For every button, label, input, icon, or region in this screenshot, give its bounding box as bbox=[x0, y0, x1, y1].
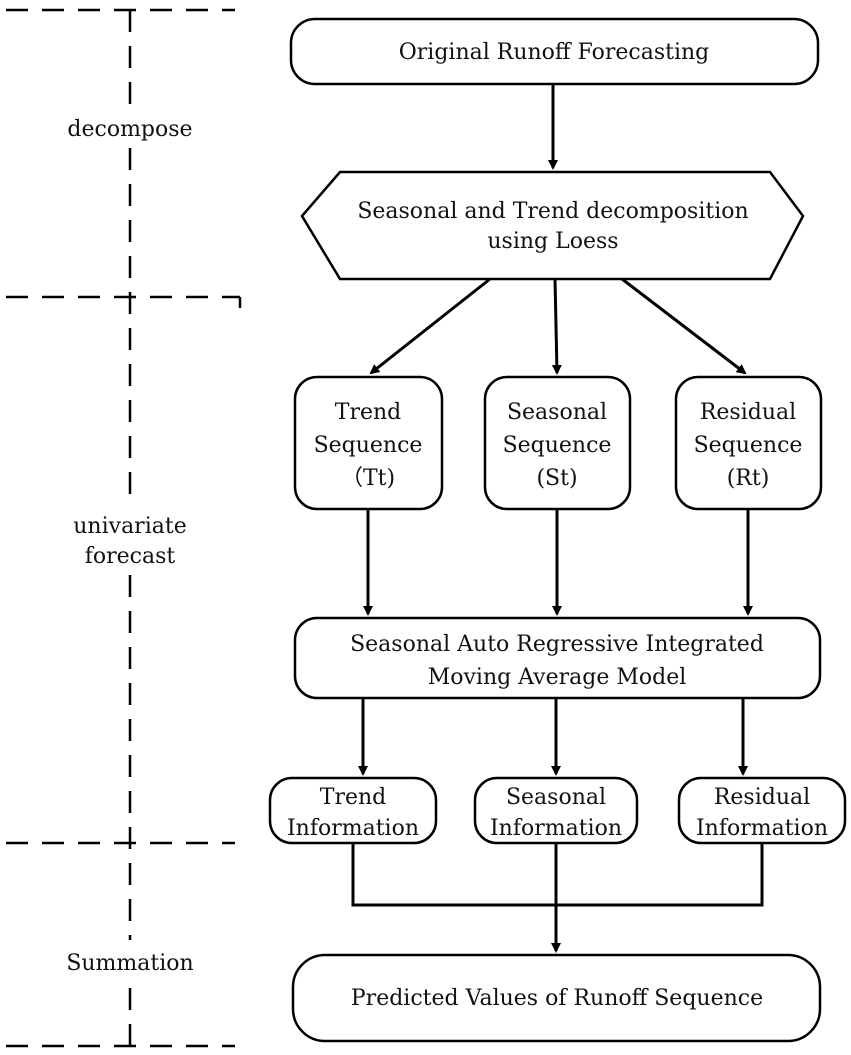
stage-label-decompose: decompose bbox=[67, 117, 192, 142]
node-sarima-model: Seasonal Auto Regressive Integrated Movi… bbox=[293, 616, 822, 700]
node-trend-sequence: Trend Sequence （Tt) bbox=[293, 375, 444, 511]
node-predicted-label: Predicted Values of Runoff Sequence bbox=[351, 986, 763, 1011]
node-seasonal-sequence: Seasonal Sequence (St) bbox=[483, 375, 632, 511]
connectors bbox=[351, 84, 764, 953]
stage-label-univariate: univariate bbox=[73, 514, 186, 539]
residual-sequence-line-3: (Rt) bbox=[727, 466, 770, 491]
seasonal-sequence-line-2: Sequence bbox=[503, 433, 612, 458]
stage-label-forecast: forecast bbox=[85, 544, 176, 569]
node-stl-decomposition: Seasonal and Trend decomposition using L… bbox=[300, 170, 805, 281]
node-seasonal-information: Seasonal Information bbox=[473, 776, 639, 845]
trend-sequence-line-3: （Tt) bbox=[341, 466, 395, 491]
trend-information-line-2: Information bbox=[287, 816, 419, 841]
arrow-stl-to-trend bbox=[369, 277, 491, 375]
trend-sequence-line-1: Trend bbox=[335, 400, 401, 425]
node-residual-sequence: Residual Sequence (Rt) bbox=[674, 375, 823, 511]
seasonal-sequence-line-1: Seasonal bbox=[507, 400, 607, 425]
node-stl-label-2: using Loess bbox=[487, 229, 618, 254]
node-stl-label-1: Seasonal and Trend decomposition bbox=[357, 199, 748, 224]
residual-information-line-2: Information bbox=[696, 816, 828, 841]
node-predicted-values: Predicted Values of Runoff Sequence bbox=[291, 953, 822, 1043]
node-original-runoff: Original Runoff Forecasting bbox=[289, 17, 820, 86]
trend-sequence-line-2: Sequence bbox=[314, 433, 423, 458]
arrow-stl-to-residual bbox=[621, 277, 747, 375]
stage-separators bbox=[6, 8, 242, 1048]
seasonal-information-line-1: Seasonal bbox=[506, 785, 606, 810]
seasonal-sequence-line-3: (St) bbox=[536, 466, 577, 491]
trend-information-line-1: Trend bbox=[320, 785, 386, 810]
node-residual-information: Residual Information bbox=[677, 776, 847, 845]
residual-sequence-line-1: Residual bbox=[700, 400, 796, 425]
node-sarima-label-2: Moving Average Model bbox=[428, 665, 687, 690]
arrow-stl-to-seasonal bbox=[551, 278, 562, 375]
node-stl-shape bbox=[300, 170, 805, 281]
node-sarima-label-1: Seasonal Auto Regressive Integrated bbox=[350, 632, 764, 657]
residual-information-line-1: Residual bbox=[714, 785, 810, 810]
node-original-label: Original Runoff Forecasting bbox=[399, 40, 710, 65]
residual-sequence-line-2: Sequence bbox=[694, 433, 803, 458]
node-predicted-box bbox=[291, 953, 822, 1043]
stage-label-summation: Summation bbox=[66, 951, 193, 976]
seasonal-information-line-2: Information bbox=[490, 816, 622, 841]
node-trend-information: Trend Information bbox=[268, 776, 438, 845]
